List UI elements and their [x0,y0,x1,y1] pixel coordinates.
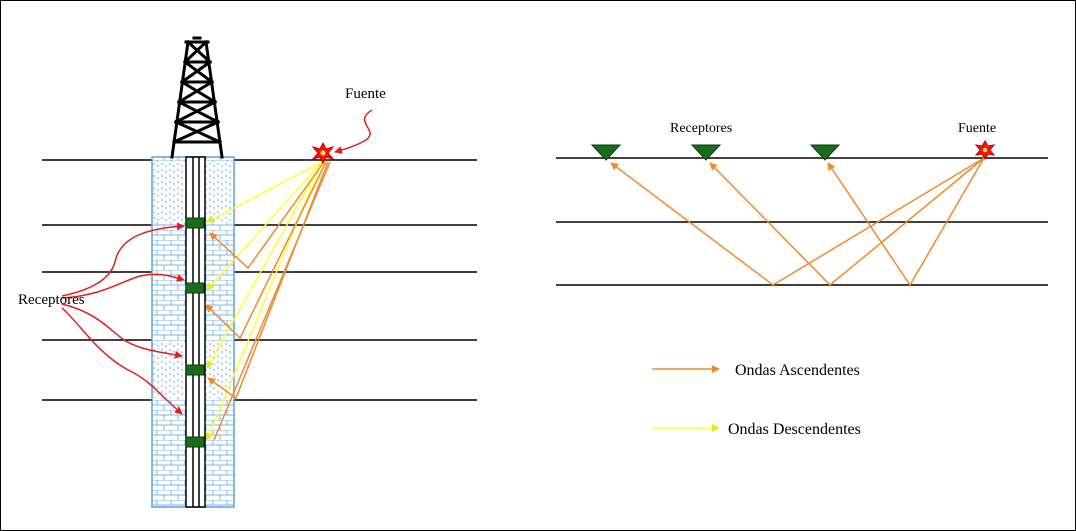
downgoing-ray [206,161,323,223]
upgoing-ray [213,161,331,441]
upgoing-ray [209,161,325,270]
receiver-icon [185,282,205,294]
left-layer-lines [42,159,477,401]
left-receivers-label: Receptores [18,292,85,308]
source-star-icon [974,140,996,160]
receiver-icon [185,436,205,448]
downgoing-ray [206,161,323,369]
upgoing-ray [827,157,985,287]
right-source-label: Fuente [958,121,996,136]
drilling-derrick-icon [170,36,224,159]
downgoing-ray [206,161,323,291]
receiver-icon [185,364,205,376]
right-receivers [590,144,841,161]
legend: Ondas Ascendentes Ondas Descendentes [652,362,861,438]
legend-upgoing-label: Ondas Ascendentes [735,362,860,379]
legend-downgoing-label: Ondas Descendentes [728,421,861,438]
upgoing-rays [205,161,331,441]
receiver-icon [590,144,622,161]
right-panel: Receptores Fuente [556,121,1048,287]
upgoing-ray [709,157,985,287]
right-receivers-label: Receptores [670,121,732,136]
source-pointer [334,109,373,154]
receiver-icon [185,217,205,229]
upgoing-ray [205,161,327,340]
legend-downgoing: Ondas Descendentes [652,421,861,438]
right-layer-lines [556,157,1048,286]
receiver-icon [809,144,841,161]
left-source-label: Fuente [345,86,386,102]
legend-upgoing: Ondas Ascendentes [652,362,860,379]
receiver-icon [690,144,722,161]
left-panel: Fuente Receptores [18,36,477,508]
upgoing-ray [610,157,985,286]
borehole-column [151,156,235,508]
left-receivers [185,217,205,448]
receiver-pointers [61,222,185,415]
surface-ray-paths [610,157,985,287]
source-star-icon [311,141,335,165]
